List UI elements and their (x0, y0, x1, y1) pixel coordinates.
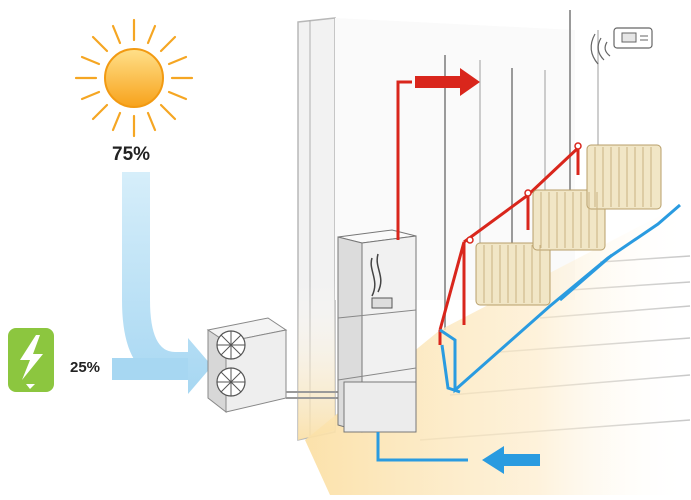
outdoor-unit-icon (206, 317, 288, 414)
wireless-thermostat-icon (590, 27, 653, 65)
electric-percentage: 25% (70, 359, 101, 376)
indoor-unit-icon (337, 229, 417, 433)
cold-return-pipes (376, 203, 681, 462)
refrigerant-pipes (286, 391, 342, 399)
pipe-valves (466, 142, 582, 244)
lightning-icon (8, 328, 54, 392)
sun-icon (74, 18, 194, 138)
hot-flow-arrow-icon (415, 68, 480, 96)
cold-return-arrow-icon (482, 446, 540, 474)
radiator-icon (475, 144, 662, 306)
warm-wall-glow (298, 280, 335, 440)
solar-percentage: 75% (112, 144, 151, 165)
energy-flow-arrow-icon (112, 172, 212, 394)
